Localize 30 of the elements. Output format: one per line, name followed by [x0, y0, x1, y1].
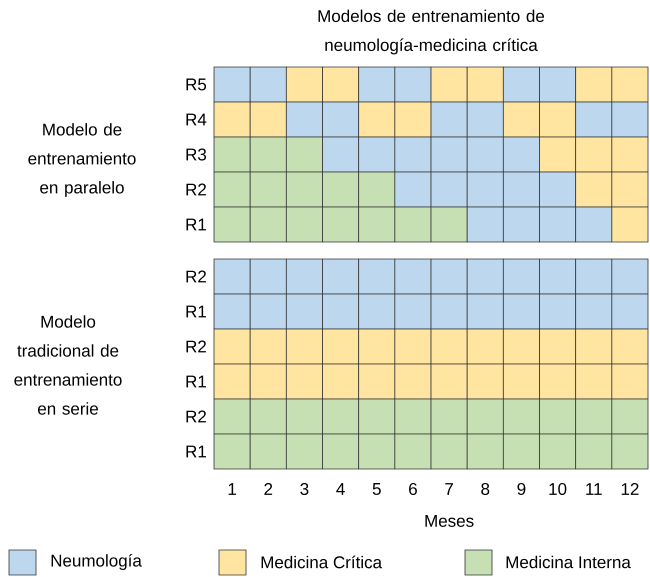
row-label: R1	[186, 306, 206, 318]
month-number: 11	[586, 483, 602, 495]
legend-text: Medicina Crítica	[262, 556, 382, 568]
row-label: R1	[186, 218, 206, 230]
row-label: R2	[186, 270, 206, 282]
month-number: 9	[518, 482, 526, 496]
row-label: R4	[186, 114, 206, 126]
row-label: R2	[186, 340, 206, 352]
row-label: R2	[186, 184, 206, 196]
chart-title: Modelos de entrenamiento de neumología-medicina crítica	[318, 10, 544, 54]
month-number: 6	[409, 482, 417, 496]
row-label: R1	[186, 376, 206, 388]
month-number: 12	[622, 483, 639, 495]
row-label: R2	[186, 410, 206, 422]
row-label: R5	[186, 78, 206, 90]
month-number: 8	[481, 482, 490, 496]
group-label: Modelo tradicional de entrenamiento en serie	[14, 315, 122, 415]
month-number: 1	[228, 483, 236, 495]
group-label: Modelo de entrenamiento en paralelo	[28, 123, 136, 197]
month-number: 5	[372, 483, 381, 495]
legend-text: Neumología	[52, 554, 142, 570]
month-number: 4	[336, 483, 345, 495]
row-label: R3	[186, 148, 206, 161]
month-number: 7	[445, 483, 453, 495]
axis-label: Meses	[425, 515, 474, 527]
month-number: 2	[264, 483, 272, 495]
legend-text: Medicina Interna	[506, 556, 631, 568]
row-label: R1	[186, 446, 206, 458]
month-number: 10	[549, 482, 566, 496]
month-number: 3	[300, 482, 308, 496]
